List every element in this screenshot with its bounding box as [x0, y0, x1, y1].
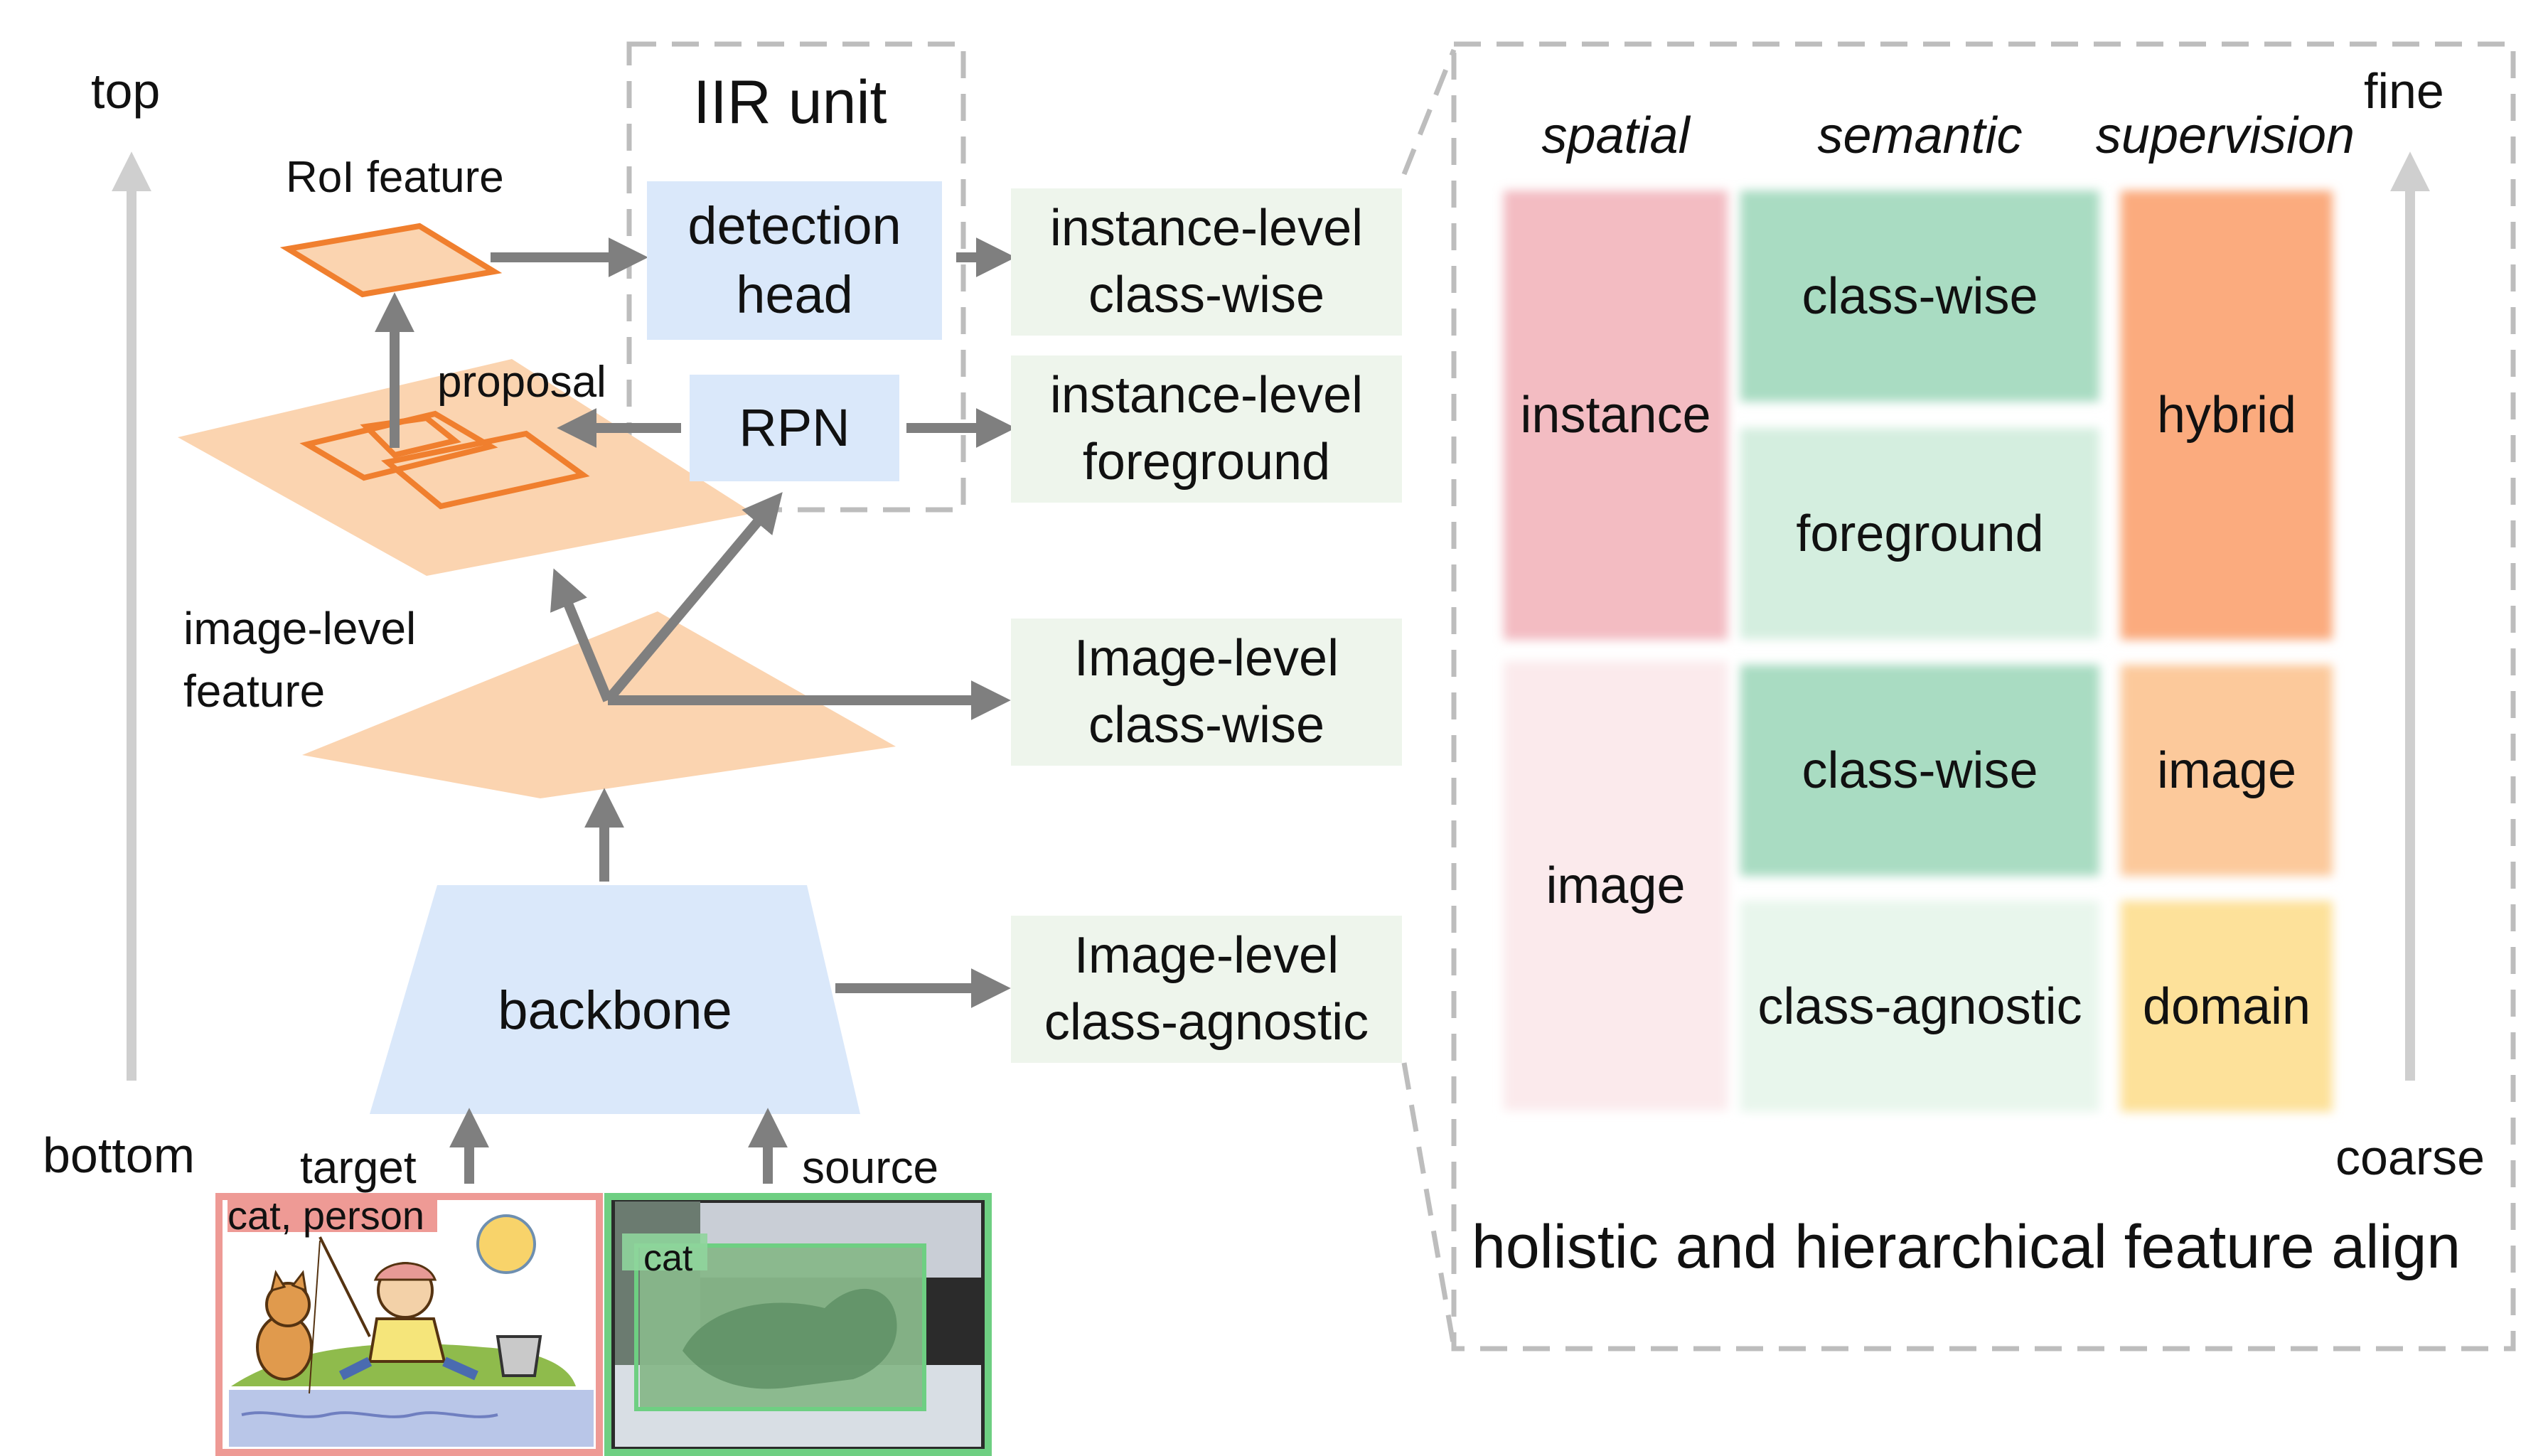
output-1-line1: instance-level [1049, 199, 1364, 257]
text-semantic-classagnostic: class-agnostic [1757, 978, 2082, 1035]
output-2-line1: instance-level [1049, 366, 1364, 424]
source-image [604, 1193, 992, 1456]
arrow-feature-to-rpn [604, 492, 783, 704]
backbone-shape [370, 885, 860, 1114]
output-image-classwise: Image-level class-wise [1011, 619, 1402, 766]
output-instance-classwise: instance-level class-wise [1011, 188, 1402, 336]
text-spatial-image: image [1546, 857, 1686, 914]
image-level-feature-line2: feature [183, 665, 326, 717]
panel-caption: holistic and hierarchical feature align [1472, 1213, 2461, 1281]
axis-fine-label: fine [2364, 63, 2444, 119]
image-level-feature-line1: image-level [183, 603, 417, 654]
arrow-feature-to-plane [550, 568, 613, 702]
cell-semantic-classagnostic [1740, 901, 2099, 1112]
target-image-tag: cat, person [228, 1193, 425, 1238]
cell-semantic-classwise-2 [1740, 665, 2099, 876]
text-supervision-hybrid: hybrid [2156, 387, 2297, 444]
roi-feature-square [279, 223, 503, 298]
detection-head-module: detection head [647, 181, 942, 340]
detection-head-line2: head [736, 264, 853, 324]
target-label: target [300, 1142, 417, 1193]
image-level-feature-label: image-level feature [183, 597, 416, 722]
cell-spatial-image [1504, 661, 1728, 1110]
text-supervision-domain: domain [2142, 978, 2311, 1035]
header-supervision: supervision [2095, 107, 2355, 164]
output-2-line2: foreground [1082, 433, 1331, 491]
header-semantic: semantic [1817, 107, 2023, 164]
alignment-panel-box [1451, 41, 2516, 1351]
cell-semantic-foreground [1740, 428, 2099, 639]
rpn-module: RPN [690, 375, 899, 481]
output-3-line2: class-wise [1088, 696, 1325, 754]
cell-supervision-image [2121, 665, 2333, 876]
cell-semantic-classwise-1 [1740, 191, 2099, 402]
image-level-feature-plane [302, 611, 896, 798]
axis-coarse-label: coarse [2335, 1130, 2485, 1185]
cell-supervision-domain [2121, 901, 2333, 1112]
text-semantic-classwise-1: class-wise [1802, 267, 2038, 325]
output-1-line2: class-wise [1088, 266, 1325, 323]
roi-feature-label: RoI feature [286, 153, 504, 202]
output-3-line1: Image-level [1074, 629, 1339, 687]
rpn-label: RPN [739, 397, 850, 457]
iir-unit-title: IIR unit [693, 68, 887, 136]
source-label: source [802, 1142, 939, 1193]
text-supervision-image: image [2156, 742, 2297, 799]
text-semantic-classwise-2: class-wise [1802, 742, 2038, 799]
proposal-feature-plane [178, 359, 754, 576]
axis-bottom-label: bottom [43, 1128, 195, 1183]
output-4-line1: Image-level [1074, 926, 1339, 984]
axis-top-label: top [91, 63, 161, 119]
proposal-label: proposal [437, 358, 606, 407]
source-image-tag: cat [643, 1238, 693, 1279]
header-spatial: spatial [1541, 107, 1690, 164]
text-semantic-foreground: foreground [1796, 505, 2044, 562]
detection-head-line1: detection [687, 196, 901, 256]
zoom-lines [1401, 48, 1457, 1348]
target-image [215, 1193, 603, 1456]
output-image-classagnostic: Image-level class-agnostic [1011, 916, 1402, 1063]
cell-supervision-hybrid [2121, 191, 2333, 640]
backbone-label: backbone [498, 980, 732, 1041]
cell-spatial-instance [1504, 191, 1728, 640]
text-spatial-instance: instance [1520, 387, 1711, 444]
output-instance-foreground: instance-level foreground [1011, 355, 1402, 503]
output-4-line2: class-agnostic [1044, 993, 1369, 1051]
